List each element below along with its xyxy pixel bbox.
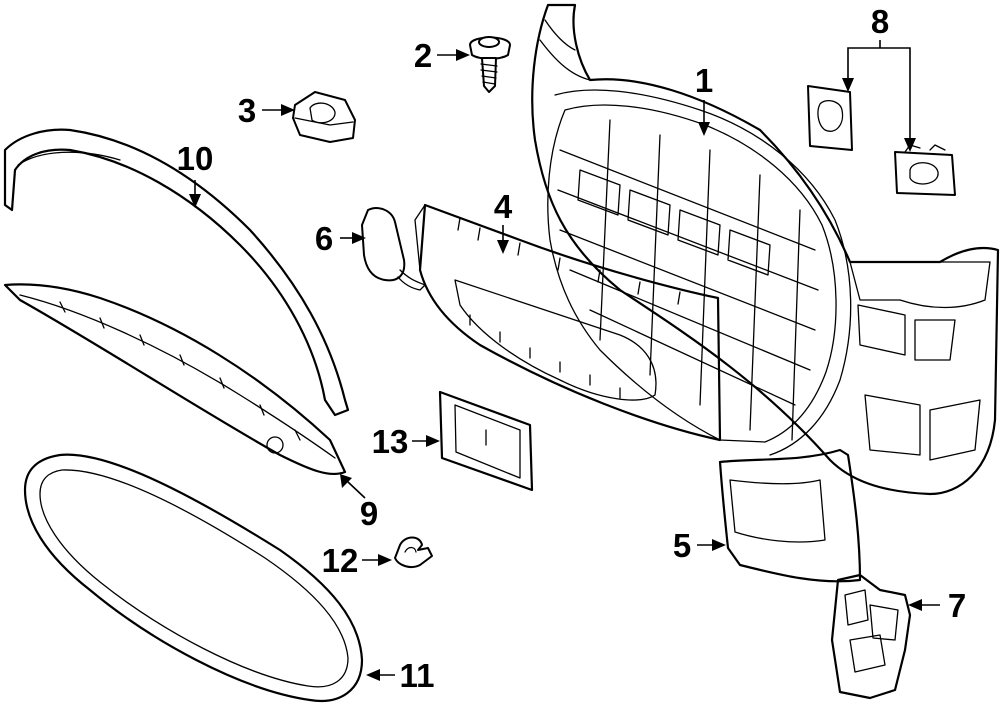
callout-8: 8 <box>871 3 889 40</box>
callout-7: 7 <box>948 587 966 624</box>
callout-labels: 1 2 3 4 5 6 7 8 9 10 11 12 13 <box>177 3 967 694</box>
callout-9: 9 <box>360 495 378 532</box>
callout-11: 11 <box>400 657 435 694</box>
part-8-emblems <box>807 85 956 196</box>
part-9-molding-strip <box>3 283 347 476</box>
part-4-lower-bracket <box>414 203 722 442</box>
callout-4: 4 <box>494 188 513 225</box>
part-1-bumper-cover <box>531 3 1000 496</box>
part-10-upper-molding <box>3 128 350 417</box>
leader-lines <box>189 40 940 681</box>
part-5-corner-trim <box>718 448 862 583</box>
part-2-screw <box>469 36 511 93</box>
part-12-clip <box>394 536 433 568</box>
callout-13: 13 <box>372 423 409 460</box>
part-3-clip <box>292 91 356 143</box>
callout-12: 12 <box>322 542 359 579</box>
callout-5: 5 <box>673 527 691 564</box>
callout-3: 3 <box>238 92 256 129</box>
part-7-side-bracket <box>830 573 912 700</box>
part-6-tow-cover <box>361 207 426 291</box>
part-11-grille-surround <box>23 453 364 703</box>
part-13-license-bracket <box>438 390 534 492</box>
callout-10: 10 <box>177 140 214 177</box>
callout-1: 1 <box>695 62 713 99</box>
callout-2: 2 <box>414 37 432 74</box>
callout-6: 6 <box>315 220 333 257</box>
